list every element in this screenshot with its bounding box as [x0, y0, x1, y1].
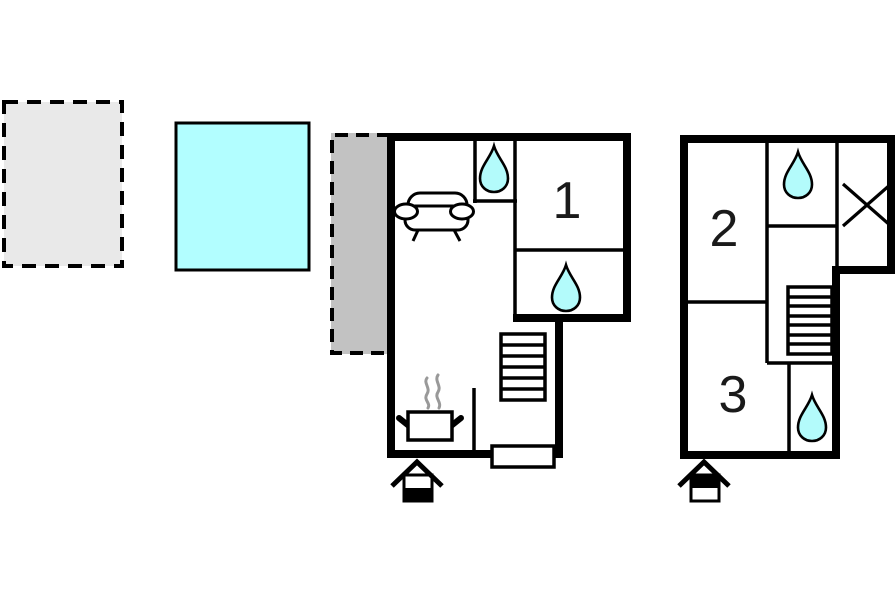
stairs-icon [786, 285, 834, 356]
steam-icon [435, 373, 442, 410]
x-marker-icon [841, 182, 893, 228]
room-3-label: 3 [719, 366, 748, 424]
stairs-icon [499, 332, 547, 402]
water-drop-icon [796, 393, 828, 443]
room-1-label: 1 [553, 172, 582, 230]
entrance-door-marker [490, 444, 556, 469]
entrance-arrow-icon [390, 458, 444, 503]
terrace [331, 133, 390, 354]
room-2-label: 2 [710, 200, 739, 258]
sofa-icon [393, 191, 475, 242]
stove-icon [396, 373, 464, 442]
water-drop-icon [550, 263, 582, 313]
ground-floor-plan: 1 [330, 133, 631, 503]
terrace-dashed-border [330, 133, 390, 355]
upper-floor-plan: 2 3 [677, 135, 895, 503]
swimming-pool [174, 121, 311, 272]
steam-icon [424, 376, 431, 410]
plot-dashed-area [2, 100, 124, 268]
water-drop-icon [478, 144, 510, 194]
upper-exterior-walls [680, 135, 895, 459]
ground-exterior-walls [387, 133, 631, 458]
entrance-arrow-icon [677, 458, 731, 503]
water-drop-icon [782, 150, 814, 200]
